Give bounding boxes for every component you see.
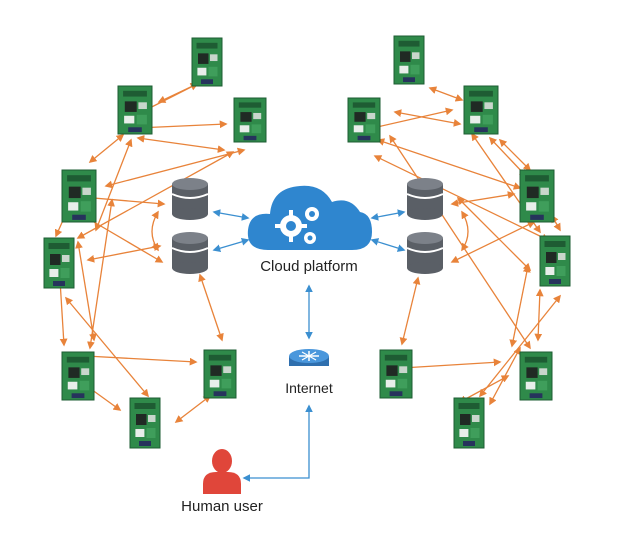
connection-arrow bbox=[76, 151, 235, 239]
connection-arrow bbox=[370, 209, 406, 221]
circuit-board-icon bbox=[129, 397, 161, 449]
connection-arrow bbox=[450, 191, 516, 207]
connection-arrow bbox=[399, 276, 421, 346]
boards-layer bbox=[43, 35, 571, 449]
circuit-board-icon bbox=[453, 397, 485, 449]
internet-label: Internet bbox=[285, 380, 333, 396]
user-icon bbox=[203, 449, 241, 494]
database-icon bbox=[406, 232, 444, 274]
circuit-board-icon bbox=[203, 349, 237, 399]
connection-arrow bbox=[534, 288, 544, 342]
connection-arrow bbox=[87, 198, 115, 350]
circuit-board-icon bbox=[519, 351, 553, 401]
human-user-label: Human user bbox=[181, 498, 263, 515]
connection-arrow bbox=[450, 221, 536, 263]
database-icon bbox=[171, 232, 209, 274]
circuit-board-icon bbox=[61, 351, 95, 401]
connection-arrow bbox=[489, 346, 521, 406]
database-icon bbox=[171, 178, 209, 220]
connection-arrow bbox=[242, 404, 313, 482]
connection-arrow bbox=[393, 109, 462, 127]
connection-arrow bbox=[84, 352, 198, 366]
circuit-board-icon bbox=[539, 235, 571, 287]
circuit-board-icon bbox=[43, 237, 75, 289]
router-icon bbox=[289, 349, 329, 366]
circuit-board-icon bbox=[117, 85, 153, 135]
circuit-board-icon bbox=[463, 85, 499, 135]
links-layer bbox=[54, 83, 561, 482]
connection-arrow bbox=[389, 134, 531, 350]
circuit-board-icon bbox=[61, 169, 97, 223]
connection-arrow bbox=[400, 358, 502, 372]
connection-arrow bbox=[428, 86, 464, 102]
circuit-board-icon bbox=[379, 349, 413, 399]
connection-arrow bbox=[212, 238, 250, 252]
circuit-board-icon bbox=[347, 97, 381, 143]
connection-arrow bbox=[151, 210, 159, 252]
connection-arrow bbox=[498, 138, 532, 172]
connection-arrow bbox=[75, 240, 97, 342]
connection-arrow bbox=[136, 134, 226, 154]
cloud-platform-label: Cloud platform bbox=[260, 258, 358, 275]
connection-arrow bbox=[104, 147, 246, 189]
cloud-gear-icon bbox=[247, 185, 372, 250]
connection-arrow bbox=[174, 395, 212, 423]
circuit-board-icon bbox=[233, 97, 267, 143]
circuit-board-icon bbox=[393, 35, 425, 85]
circuit-board-icon bbox=[191, 37, 223, 87]
circuit-board-icon bbox=[519, 169, 555, 223]
connection-arrow bbox=[370, 238, 406, 252]
connection-arrow bbox=[86, 243, 162, 263]
connection-arrow bbox=[198, 273, 224, 342]
connection-arrow bbox=[461, 210, 469, 252]
connection-arrow bbox=[212, 209, 250, 221]
connection-arrow bbox=[456, 196, 532, 272]
connection-arrow bbox=[88, 134, 125, 163]
connection-arrow bbox=[56, 278, 68, 347]
database-icon bbox=[406, 178, 444, 220]
